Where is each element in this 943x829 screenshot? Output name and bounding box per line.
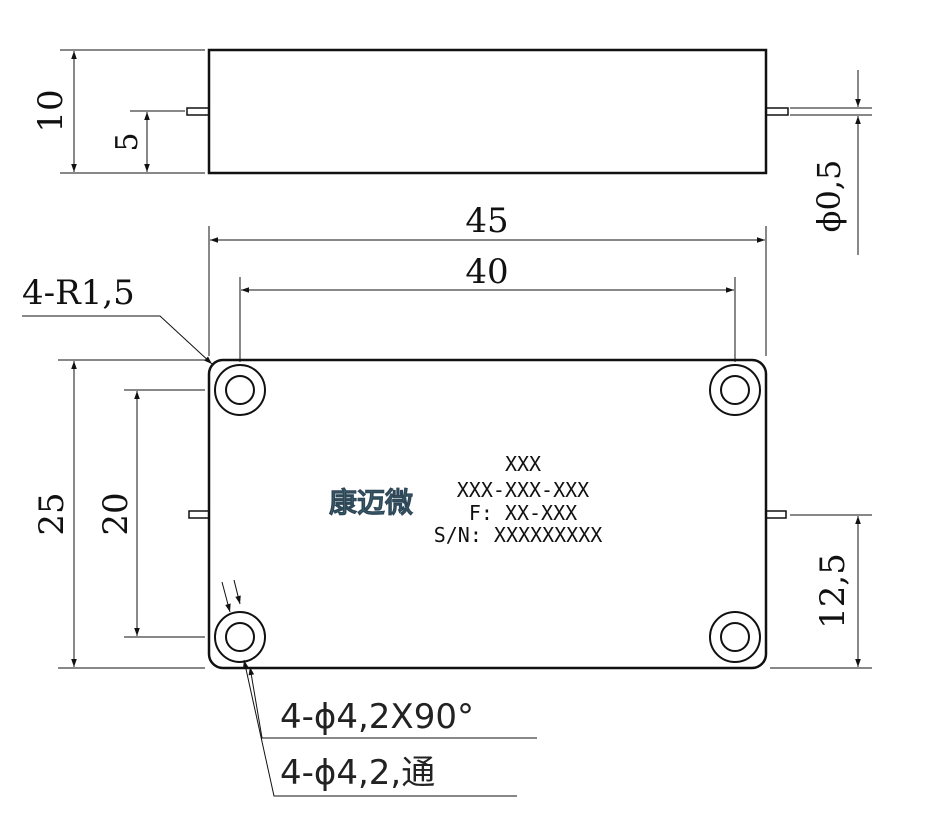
mounting-hole-bottom-right bbox=[709, 611, 761, 663]
hole-diameter-arrow bbox=[233, 579, 241, 605]
width-dim: 25 bbox=[32, 492, 72, 535]
product-label: 康迈微 XXX XXX-XXX-XXX F: XX-XXX S/N: XXXXX… bbox=[329, 452, 603, 547]
top-view bbox=[22, 226, 872, 797]
through-hole-note: 4-ϕ4,2,通 bbox=[280, 753, 435, 793]
label-line-2: XXX-XXX-XXX bbox=[457, 478, 589, 502]
pin-diameter-dim: ϕ0,5 bbox=[810, 160, 848, 233]
top-view-left-pin bbox=[188, 510, 210, 519]
hole-spacing-x-dim: 40 bbox=[465, 252, 508, 292]
corner-radius-leader bbox=[22, 315, 213, 365]
side-view-body bbox=[207, 48, 768, 175]
label-line-1: XXX bbox=[505, 452, 541, 476]
company-logo: 康迈微 bbox=[329, 486, 413, 519]
through-hole-leader bbox=[242, 659, 517, 797]
pin-offset-dim: 12,5 bbox=[813, 553, 853, 629]
length-dim: 45 bbox=[465, 201, 508, 241]
corner-radius-note: 4-R1,5 bbox=[22, 273, 135, 313]
label-line-4: S/N: XXXXXXXXX bbox=[434, 523, 603, 547]
side-pin-height-dim: 5 bbox=[110, 132, 145, 151]
countersink-note: 4-ϕ4,2X90° bbox=[280, 697, 474, 737]
side-view-right-pin bbox=[765, 107, 789, 116]
countersink-leader bbox=[248, 666, 537, 739]
side-height-dim: 10 bbox=[31, 89, 71, 132]
hole-spacing-y-dim: 20 bbox=[96, 492, 136, 535]
mounting-hole-top-left bbox=[214, 364, 266, 416]
mounting-hole-bottom-left bbox=[214, 611, 266, 663]
side-view bbox=[60, 48, 872, 255]
mounting-hole-top-right bbox=[709, 364, 761, 416]
hole-diameter-arrow bbox=[221, 581, 231, 613]
label-line-3: F: XX-XXX bbox=[469, 501, 577, 525]
side-view-left-pin bbox=[186, 107, 210, 116]
top-view-right-pin bbox=[765, 510, 787, 519]
